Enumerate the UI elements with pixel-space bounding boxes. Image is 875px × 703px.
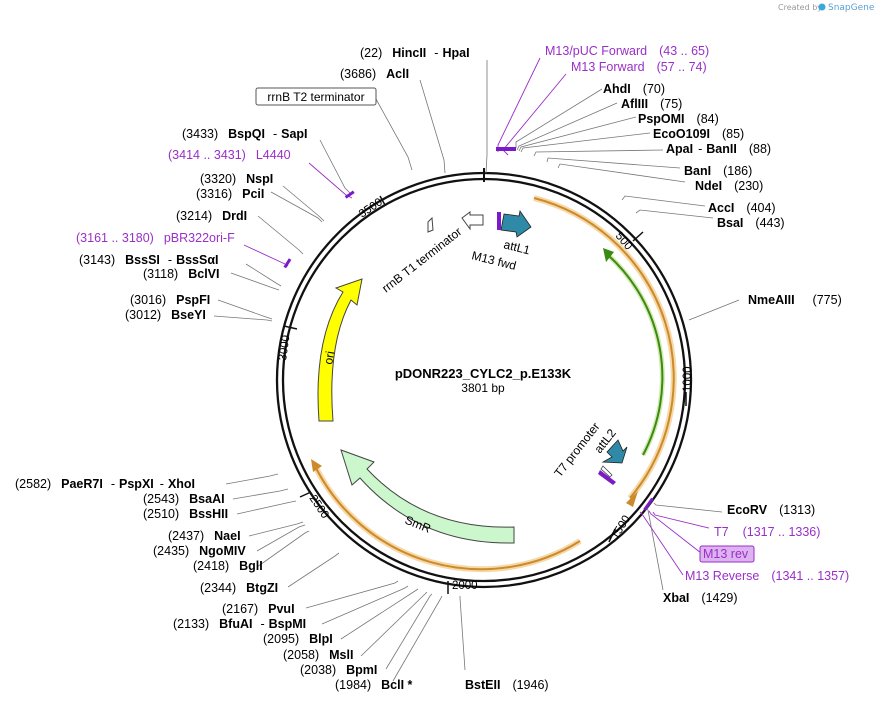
primer-m13-reverse: M13 Reverse(1341 .. 1357)	[685, 569, 849, 583]
site-ngomiv: (2435)NgoMIV	[153, 544, 246, 558]
site-bgli: (2418)BglI	[193, 559, 263, 573]
primer-m13-forward: M13 Forward(57 .. 74)	[571, 60, 707, 74]
leader-lines	[213, 60, 740, 682]
arrowhead-icon	[626, 491, 638, 507]
site-nmeaiii: NmeAIII(775)	[748, 293, 842, 307]
tick-mark	[299, 491, 312, 498]
site-ecoo109i: EcoO109I(85)	[653, 127, 744, 141]
tick-label-3000: 3000	[277, 334, 292, 361]
tick-label-1000: 1000	[682, 366, 694, 392]
feature-arcs	[311, 195, 677, 573]
smr-feature: SmR	[340, 449, 515, 544]
site-bpmi: (2038)BpmI	[300, 663, 377, 677]
site-drdi: (3214)DrdI	[176, 209, 247, 223]
site-hincii: (22)HincII-HpaI	[360, 46, 470, 60]
tick-mark	[283, 325, 298, 330]
site-pcii: (3316)PciI	[196, 187, 264, 201]
arrowhead-icon	[311, 459, 322, 472]
primer-markers	[283, 147, 654, 511]
site-nspi: (3320)NspI	[200, 172, 273, 186]
m13-fwd-marker	[497, 212, 501, 230]
site-bsshii: (2510)BssHII	[143, 507, 228, 521]
site-pvui: (2167)PvuI	[222, 602, 295, 616]
site-pspomi: PspOMI(84)	[638, 112, 719, 126]
ori-feature: ori	[317, 278, 363, 422]
site-naei: (2437)NaeI	[168, 529, 241, 543]
site-bsssi: (3143)BssSI-BssSαI	[79, 253, 219, 267]
plasmid-name: pDONR223_CYLC2_p.E133K	[395, 366, 572, 381]
site-blpi: (2095)BlpI	[263, 632, 333, 646]
m13-rev-box	[699, 545, 755, 563]
primer-m13-rev: M13 rev	[703, 547, 749, 561]
feature-label-ori: ori	[321, 350, 337, 366]
rrnb-t2-label-box: rrnB T2 terminator	[255, 87, 377, 106]
site-acci: AccI(404)	[708, 201, 776, 215]
snapgene-logo-icon	[818, 3, 826, 11]
site-apai: ApaI-BanII(88)	[666, 142, 771, 156]
feature-label-rrnb-t1: rrnB T1 terminator	[379, 225, 464, 296]
primer-pbr322ori-f: (3161 .. 3180)pBR322ori-F	[76, 231, 235, 245]
site-bani: BanI(186)	[684, 164, 752, 178]
tick-label-2000: 2000	[452, 580, 478, 592]
enzyme-labels: (22)HincII-HpaI (3686)AclI (3433)BspQI-S…	[15, 46, 842, 692]
site-btgzi: (2344)BtgZI	[200, 581, 278, 595]
tick-mark	[632, 231, 644, 242]
site-ahdi: AhdI(70)	[603, 82, 665, 96]
feature-label-attl1: attL1	[502, 237, 532, 257]
site-bclvi: (3118)BclVI	[143, 267, 219, 281]
site-bseyi: (3012)BseYI	[125, 308, 206, 322]
site-bsteii: BstEII(1946)	[465, 678, 549, 692]
attl2-feature: T7 promoter attL2	[551, 420, 628, 485]
feature-label-rrnb-t2: rrnB T2 terminator	[267, 90, 364, 104]
primer-l4440: (3414 .. 3431)L4440	[168, 148, 291, 162]
plasmid-length: 3801 bp	[461, 381, 505, 395]
credit-prefix: Created by	[778, 3, 822, 12]
site-bsai: BsaI(443)	[717, 216, 785, 230]
site-pspfi: (3016)PspFI	[130, 293, 210, 307]
site-xbai: XbaI(1429)	[663, 591, 738, 605]
arrowhead-icon	[603, 248, 614, 262]
site-bsaai: (2543)BsaAI	[143, 492, 225, 506]
site-bspqi: (3433)BspQI-SapI	[182, 127, 308, 141]
site-ecorv: EcoRV(1313)	[727, 503, 815, 517]
primer-t7: T7(1317 .. 1336)	[714, 525, 820, 539]
rrnb-t1-feature: rrnB T1 terminator	[379, 211, 484, 296]
primer-m13-puc-forward: M13/pUC Forward(43 .. 65)	[545, 44, 709, 58]
primer-labels: M13/pUC Forward(43 .. 65) M13 Forward(57…	[76, 44, 849, 583]
site-ndei: NdeI(230)	[695, 179, 763, 193]
site-msli: (2058)MslI	[283, 648, 353, 662]
tick-mark	[608, 528, 616, 543]
site-acli: (3686)AclI	[340, 67, 409, 81]
site-bcli: (1984)BclI *	[335, 678, 413, 692]
credit-brand: SnapGene	[828, 3, 875, 13]
site-paer7i: (2582)PaeR7I-PspXI-XhoI	[15, 477, 195, 491]
site-afliii: AflIII(75)	[621, 97, 682, 111]
site-bfuai: (2133)BfuAI-BspMI	[173, 617, 306, 631]
tick-mark	[379, 195, 386, 206]
